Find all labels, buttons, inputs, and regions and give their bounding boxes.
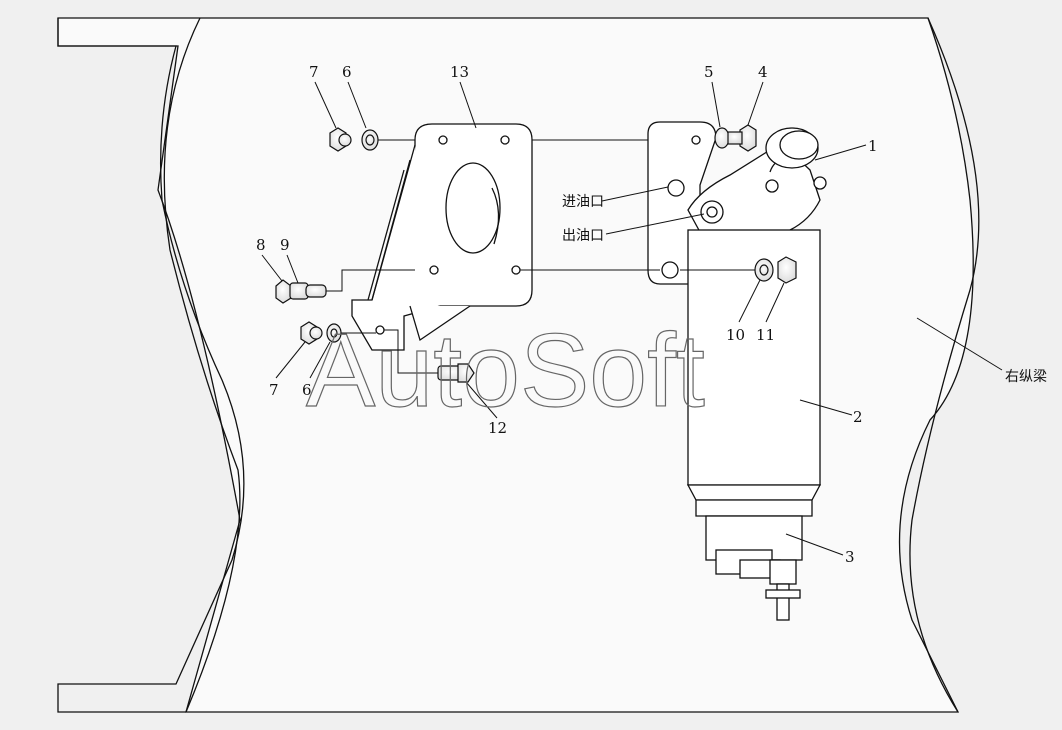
washer-5 (714, 127, 730, 149)
label-part-7-lower: 7 (269, 381, 279, 399)
label-part-13: 13 (450, 63, 469, 81)
part-labels: 1 2 3 4 5 6 6 7 7 8 9 10 11 12 13 (256, 63, 878, 566)
label-part-6-top: 6 (342, 63, 352, 81)
label-part-8: 8 (256, 236, 266, 254)
filter-head (687, 127, 827, 233)
leader-lines (261, 81, 1003, 556)
label-part-7-top: 7 (309, 63, 319, 81)
label-inlet: 进油口 (562, 194, 604, 210)
bolt-9 (305, 284, 327, 298)
label-part-1: 1 (868, 137, 878, 155)
filter-canister (686, 229, 822, 517)
watermark-text: AutoSoft (306, 313, 705, 429)
mounting-bracket (351, 123, 533, 351)
label-part-6-lower: 6 (302, 381, 312, 399)
label-part-10: 10 (726, 326, 745, 344)
filter-head-plate (647, 121, 717, 285)
label-frame-rail: 右纵梁 (1005, 369, 1047, 385)
label-part-4: 4 (758, 63, 768, 81)
assembly-lines (326, 139, 755, 374)
water-separator (705, 515, 803, 621)
label-part-9: 9 (280, 236, 290, 254)
label-part-12: 12 (488, 419, 507, 437)
label-outlet: 出油口 (562, 228, 604, 244)
label-part-11: 11 (756, 326, 775, 344)
fasteners (275, 124, 797, 383)
label-part-5: 5 (704, 63, 714, 81)
nut-11 (777, 256, 797, 284)
label-part-3: 3 (845, 548, 855, 566)
label-part-2: 2 (853, 408, 863, 426)
